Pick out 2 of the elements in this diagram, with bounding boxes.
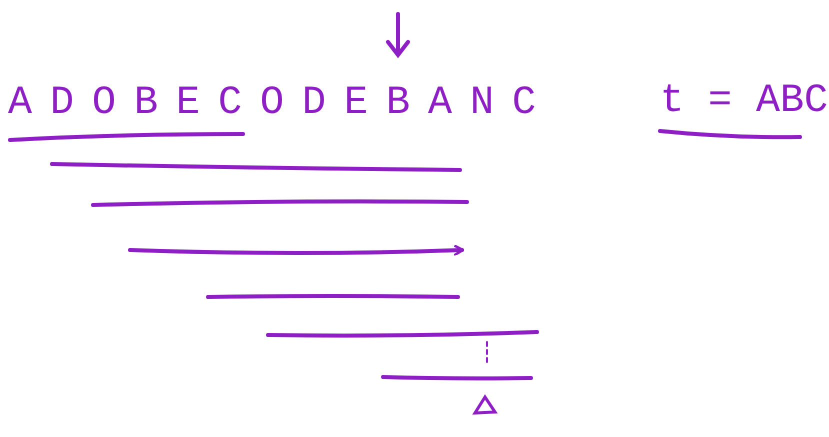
pattern-string: t = ABC (660, 80, 828, 124)
input-string: ADOBECODEBANC (8, 82, 554, 126)
